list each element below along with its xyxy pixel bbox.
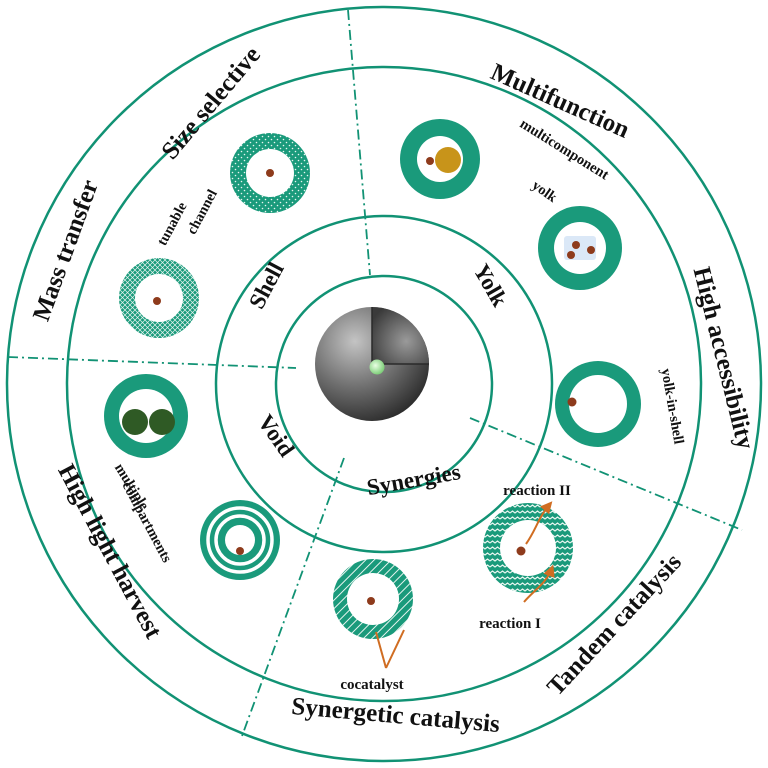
- tandem-ring: [483, 501, 573, 603]
- particle: [153, 297, 161, 305]
- reaction-ii-arrow: [525, 501, 553, 545]
- reaction-i-arrow: [523, 564, 555, 603]
- outer-ring: [5, 5, 763, 763]
- label-shell: Shell: [244, 258, 289, 313]
- label-reaction-i: reaction I: [479, 616, 541, 632]
- label-void: Void: [253, 410, 300, 462]
- particle: [587, 246, 595, 254]
- yolk-in-shell-ring: [555, 361, 641, 447]
- label-mass-transfer: Mass transfer: [28, 176, 104, 324]
- divider-bottom: [241, 457, 345, 737]
- cocatalyst-ring: [333, 559, 413, 669]
- particle: [572, 241, 580, 249]
- gold-yolk: [435, 147, 461, 173]
- compartment: [149, 409, 175, 435]
- particle: [567, 397, 577, 407]
- dotted-shell-ring: [230, 133, 310, 213]
- divider-top: [347, 9, 371, 276]
- divider-left: [7, 356, 297, 369]
- label-tunable: tunable: [154, 199, 190, 248]
- yolk-shell-sphere: [315, 307, 429, 421]
- label-high-light-harvest: High light harvest: [52, 460, 167, 644]
- inner-ring: [214, 214, 554, 554]
- label-cocatalyst: cocatalyst: [340, 677, 403, 693]
- multi-particle-ring: [538, 206, 622, 290]
- core-particle: [369, 359, 385, 375]
- particle: [367, 597, 375, 605]
- concentric-shell-ring: [200, 500, 280, 580]
- label-multifunction: Multifunction: [487, 59, 634, 144]
- label-yolk-in-shell: yolk-in-shell: [657, 367, 686, 445]
- multiple-compartments-ring: [104, 374, 188, 458]
- center-ring: [274, 274, 494, 494]
- particle: [266, 169, 274, 177]
- grid-shell-ring: [119, 258, 199, 338]
- compartment: [122, 409, 148, 435]
- divider-right: [469, 417, 743, 531]
- label-channel: channel: [184, 187, 221, 237]
- multicomponent-yolk-ring: [400, 119, 480, 199]
- middle-ring: [65, 65, 703, 703]
- label-yolk-small: yolk: [529, 178, 561, 207]
- particle: [426, 157, 434, 165]
- particle: [236, 547, 244, 555]
- label-compartments: compartments: [118, 479, 174, 566]
- cocatalyst-pointer: [375, 629, 405, 669]
- particle: [516, 546, 526, 556]
- label-synergies: Synergies: [365, 459, 463, 500]
- label-reaction-ii: reaction II: [503, 483, 571, 499]
- particle: [567, 251, 575, 259]
